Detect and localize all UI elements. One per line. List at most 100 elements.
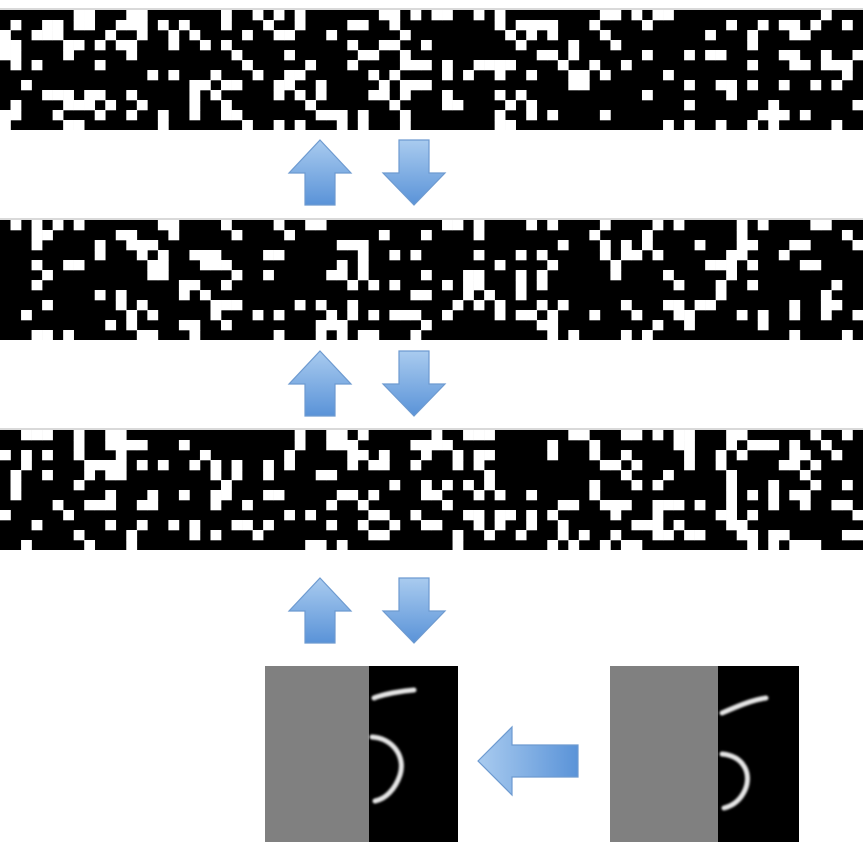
active-unit	[168, 70, 180, 81]
active-unit	[515, 280, 527, 291]
active-unit	[789, 440, 801, 451]
active-unit	[73, 40, 85, 51]
active-unit	[378, 530, 390, 541]
active-unit	[136, 240, 148, 251]
active-unit	[221, 110, 232, 121]
active-unit	[852, 510, 863, 521]
active-unit	[126, 310, 138, 321]
active-unit	[473, 520, 485, 531]
active-unit	[273, 220, 285, 231]
active-unit	[189, 80, 201, 91]
active-unit	[73, 260, 85, 271]
active-unit	[494, 120, 506, 131]
active-unit	[326, 500, 338, 511]
active-unit	[368, 490, 380, 501]
active-unit	[210, 490, 222, 501]
active-unit	[515, 270, 527, 281]
active-unit	[820, 300, 832, 311]
active-unit	[399, 30, 411, 41]
active-unit	[389, 310, 401, 321]
active-unit	[136, 460, 148, 471]
active-unit	[189, 100, 201, 111]
active-unit	[599, 250, 611, 261]
active-unit	[757, 110, 769, 121]
active-unit	[526, 20, 538, 31]
active-unit	[189, 90, 201, 101]
active-unit	[231, 300, 243, 311]
active-unit	[168, 520, 180, 531]
active-unit	[431, 430, 443, 441]
active-unit	[221, 280, 232, 291]
active-unit	[126, 90, 138, 101]
active-unit	[199, 80, 211, 91]
active-unit	[589, 20, 601, 31]
active-unit	[673, 280, 685, 291]
active-unit	[136, 440, 148, 451]
active-unit	[620, 430, 632, 441]
active-unit	[178, 320, 190, 331]
active-unit	[799, 540, 811, 551]
active-unit	[652, 430, 664, 441]
active-unit	[399, 120, 411, 131]
active-unit	[715, 50, 727, 61]
active-unit	[315, 80, 327, 91]
active-unit	[294, 440, 306, 451]
active-unit	[526, 100, 538, 111]
active-unit	[599, 220, 611, 231]
active-unit	[610, 270, 622, 281]
active-unit	[357, 50, 369, 61]
active-unit	[452, 460, 464, 471]
active-unit	[357, 450, 369, 461]
active-unit	[652, 480, 664, 491]
active-unit	[305, 220, 317, 231]
active-unit	[326, 320, 338, 331]
active-unit	[73, 530, 85, 541]
active-unit	[199, 40, 211, 51]
active-unit	[557, 60, 569, 71]
active-unit	[820, 10, 832, 21]
active-unit	[389, 10, 401, 21]
down-arrow-icon	[381, 139, 447, 206]
active-unit	[663, 120, 674, 131]
active-unit	[168, 220, 180, 231]
active-unit	[105, 520, 117, 531]
active-unit	[147, 260, 159, 271]
active-unit	[378, 80, 390, 91]
active-unit	[199, 450, 211, 461]
active-unit	[210, 460, 222, 471]
active-unit	[73, 20, 85, 31]
active-unit	[336, 430, 348, 441]
active-unit	[810, 260, 822, 271]
active-unit	[589, 490, 601, 501]
active-unit	[399, 110, 411, 121]
active-unit	[810, 540, 822, 551]
active-unit	[547, 540, 559, 551]
active-unit	[715, 460, 727, 471]
active-unit	[105, 460, 117, 471]
active-unit	[420, 40, 432, 51]
active-unit	[473, 460, 485, 471]
active-unit	[852, 100, 863, 111]
active-unit	[620, 240, 632, 251]
active-unit	[378, 10, 390, 21]
active-unit	[210, 70, 222, 81]
active-unit	[715, 280, 727, 291]
active-unit	[684, 450, 695, 461]
active-unit	[189, 250, 201, 261]
active-unit	[221, 320, 232, 331]
active-unit	[726, 510, 737, 521]
active-unit	[463, 480, 474, 491]
active-unit	[410, 510, 422, 521]
active-unit	[105, 500, 117, 511]
active-unit	[242, 500, 253, 511]
active-unit	[189, 530, 201, 541]
active-unit	[484, 450, 495, 461]
active-unit	[789, 30, 801, 41]
active-unit	[841, 330, 853, 341]
active-unit	[84, 10, 96, 21]
active-unit	[473, 450, 485, 461]
active-unit	[599, 10, 611, 21]
active-unit	[515, 20, 527, 31]
active-unit	[52, 500, 64, 511]
active-unit	[557, 300, 569, 311]
